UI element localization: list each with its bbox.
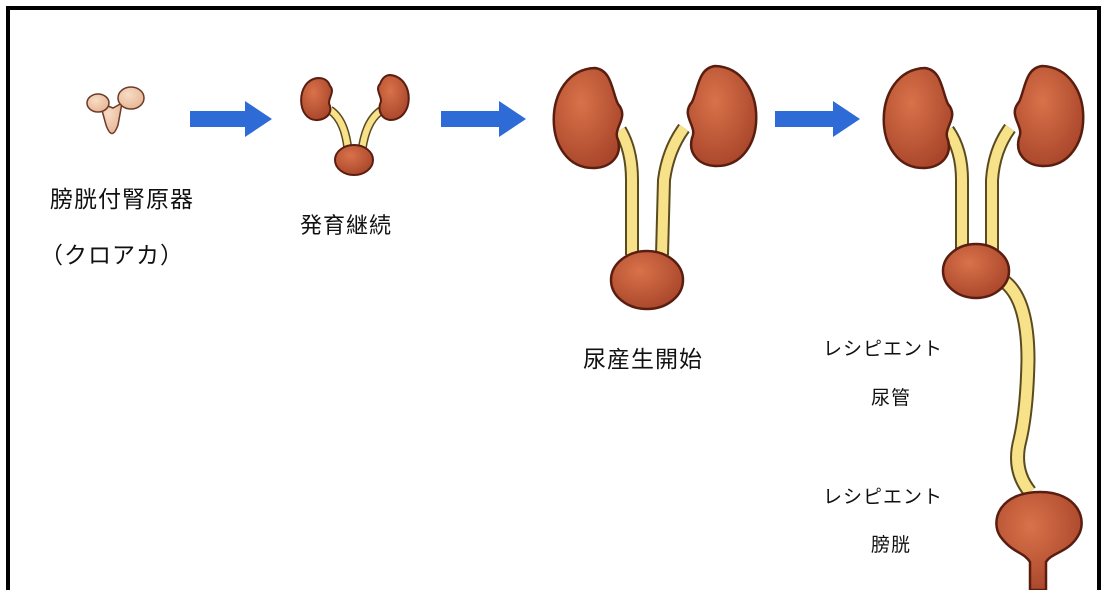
recipient-bladder-sublabel: 膀胱	[871, 530, 911, 557]
arrow-icon	[775, 101, 860, 137]
stage1-label: 膀胱付腎原器	[50, 180, 194, 214]
recipient-bladder-label: レシピエント	[823, 482, 943, 509]
stage1-sublabel: （クロアカ）	[40, 236, 184, 270]
developing-kidneys	[301, 75, 409, 175]
arrow-icon	[441, 101, 526, 137]
recipient-bladder	[996, 492, 1081, 590]
cloaca-primordium	[87, 87, 144, 134]
recipient-ureter-label: レシピエント	[823, 334, 943, 361]
mature-kidneys	[554, 66, 757, 309]
recipient-ureter-sublabel: 尿管	[871, 383, 911, 410]
arrow-icon	[190, 101, 272, 137]
stage2-label: 発育継続	[300, 208, 392, 240]
transplanted-kidneys	[884, 66, 1084, 590]
stage3-label: 尿産生開始	[583, 340, 703, 374]
